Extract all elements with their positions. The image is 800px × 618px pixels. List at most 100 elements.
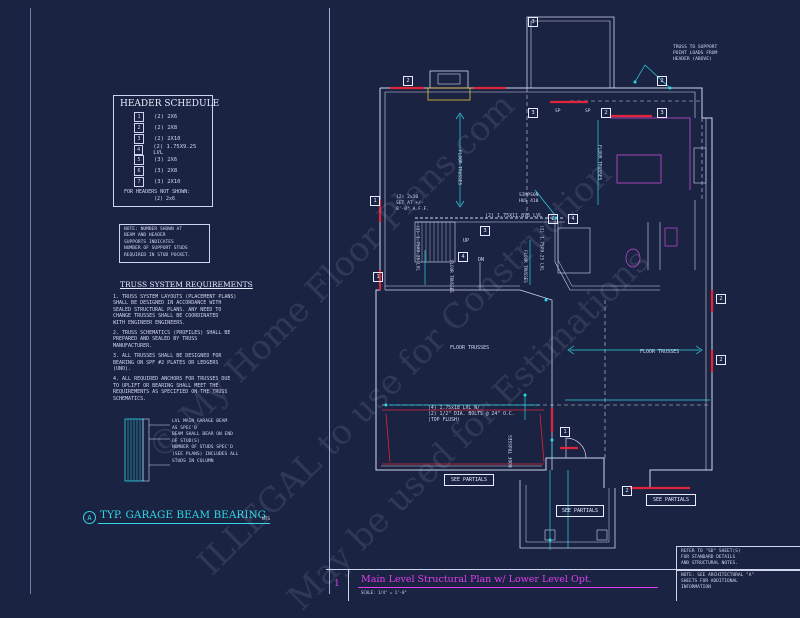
roof-trusses-label: ROOF TRUSSES [509,435,514,468]
header-schedule-row: 6 (3) 2X8 [134,166,177,176]
lvl-garage-line: (TOP FLUSH) [428,418,460,424]
dn-label: DN [478,257,485,263]
refer-note-line: REFER TO "SD" SHEET(S) [681,549,741,554]
header-tag: 2 [548,214,558,224]
header-schedule-spec: (2) 2X10 [154,135,181,142]
truss-requirement-line: 3. ALL TRUSSES SHALL BE DESIGNED FOR [113,353,222,360]
floor-trusses-lower-left: FLOOR TRUSSES [450,345,490,351]
header-schedule-spec: (2) 2X6 [154,114,178,120]
truss-requirement-line: BEARING ON SPF #2 PLATES OR LEDGERS [113,359,219,366]
header-schedule-row: 5(3) 2X6 [134,155,178,166]
truss-requirement-line: MANUFACTURER. [113,342,153,349]
see-partials-3-text: SEE PARTIALS [652,497,690,503]
notes-block: REFER TO "SD" SHEET(S)FOR STANDARD DETAI… [676,546,800,601]
header-schedule: HEADER SCHEDULE 1 (2) 2X6 2 (2) 2X8 3(2) 2X1… [113,95,219,207]
architectural-note-line: INFORMATION [681,585,711,590]
header-tag: 3 [528,17,538,27]
floor-trusses-mid: FLOOR TRUSSES [523,250,529,283]
detail-callout-letter: A [87,513,92,522]
header-schedule-footer-1: FOR HEADERS NOT SHOWN: [124,189,191,195]
header-schedule-spec: (2) 1.75X9.25 LVL [153,144,197,157]
detail-title: TYP. GARAGE BEAM BEARING [100,509,267,521]
header-tag: 2 [716,294,726,304]
truss-requirement-line: TO UPLIFT OR BEARING SHALL MEET THE [113,382,219,389]
truss-requirement-line: (UNO). [113,366,132,372]
header-schedule-spec: (3) 2X6 [154,157,178,164]
detail-title-underline [98,523,270,524]
title-text: Main Level Structural Plan w/ Lower Leve… [361,574,592,585]
header-tag: 3 [480,226,490,236]
lvl-garage-line: (4) 1.75x18 LVL W/ [428,406,480,411]
truss-requirement-line: PREPARED AND SEALED BY TRUSS [113,336,198,343]
see-partials-3: SEE PARTIALS [646,494,696,506]
beam-note-line: (SEE PLANS) INCLUDES ALL [172,452,239,457]
truss-requirement-line: 1. TRUSS SYSTEM LAYOUTS (PLACEMENT PLANS… [113,294,237,300]
see-partials-1-text: SEE PARTIALS [450,477,488,483]
truss-requirement-line: SCHEMATICS. [113,395,147,402]
header-schedule-number: 7 [134,176,144,187]
architectural-note-line: SHEETS FOR ADDITIONAL [681,579,738,584]
note-line: REQUIRED IN STUD POCKET. [124,252,191,258]
header-tag: 1 [373,272,383,282]
truss-requirement-line: SEALED STRUCTURAL PLANS. ANY NEED TO [113,306,222,313]
truss-requirement-line: 4. ALL REQUIRED ANCHORS FOR TRUSSES DUE [113,376,231,383]
note-line: SUPPORTS INDICATES [124,239,174,245]
up-label: UP [463,238,470,244]
floor-trusses-right: FLOOR TRUSSES [596,145,602,181]
sp-label-2: SP [585,109,591,114]
beam-bearing-detail [124,418,170,482]
header-schedule-row: 3(2) 2X10 [134,133,181,144]
header-schedule-number: 4 [134,145,144,156]
right-vertical-label: (2) 1.75X9.25 LVL [414,225,420,272]
beam-note-line: STUDS IN COLUMN [172,458,214,464]
header-2x10-line: 8'-0" A.F.F. [396,206,430,212]
note-line: BEAM AND HEADER [124,233,166,239]
left-panel-border [30,8,330,594]
truss-requirement-line: REQUIREMENTS AS SPECIFIED ON THE TRUSS [113,389,228,396]
truss-requirements-title: TRUSS SYSTEM REQUIREMENTS [120,280,253,289]
header-tag: 4 [568,214,578,224]
title-underline [358,587,658,588]
architectural-note-line: NOTE: SEE ARCHITECTURAL "A" [681,573,755,578]
header-tag: 3 [528,108,538,118]
header-tag: 2 [657,76,667,86]
header-schedule-footer-2: (2) 2x6 [154,196,176,202]
header-schedule-row: 4 (2) 1.75X9.25 LVL [134,144,204,156]
header-schedule-row: 2 (2) 2X8 [134,122,178,133]
see-partials-1: SEE PARTIALS [444,474,494,486]
notes-divider [677,570,800,571]
beam-note-line: NUMBER OF STUDS SPEC'D [172,445,233,451]
header-tag: 2 [403,76,413,86]
header-schedule-row: 1 (2) 2X6 [134,112,177,122]
detail-scale: NTS [262,517,271,522]
simpson-line: HUS 410 [519,199,539,204]
floor-trusses-small: FLOOR TRUSSES [449,260,455,293]
truss-note-line: POINT LOADS FROM [673,51,718,57]
lvl-vertical-label: (2) 1.75X9.25 LVL [538,225,544,272]
note-line: NOTE: NUMBER SHOWN AT [124,227,183,232]
header-schedule-number: 2 [134,122,144,133]
header-tag: 2 [601,108,611,118]
see-partials-2-text: SEE PARTIALS [561,508,599,514]
header-schedule-row: 7(3) 2X10 [134,176,181,187]
beam-note-line: LVL MAIN GARAGE BEAM [172,419,228,424]
header-schedule-number: 1 [134,112,144,122]
header-schedule-spec: (3) 2X8 [154,168,178,174]
truss-requirement-line: WITH ENGINEER ENGINEERS. [113,319,186,326]
truss-requirement-line: SHALL BE DESIGNED IN ACCORDANCE WITH [113,300,222,307]
floor-trusses-lower-right: FLOOR TRUSSES [640,349,680,355]
header-tag: 3 [657,108,667,118]
header-schedule-title: HEADER SCHEDULE [120,99,220,109]
truss-requirement-line: 2. TRUSS SCHEMATICS (PROFILES) SHALL BE [113,330,231,336]
title-block-number-cell: 1 [326,570,349,601]
title-block: 1 Main Level Structural Plan w/ Lower Le… [326,569,800,601]
header-schedule-spec: (2) 2X8 [154,124,178,131]
truss-note-line: TRUSS TO SUPPORT [673,45,718,50]
header-schedule-number: 6 [134,166,144,176]
lvl-garage-line: (2) 1/2" DIA. BOLTS @ 24" O.C. [428,412,515,418]
truss-note-line: HEADER (ABOVE) [673,57,712,63]
sp-label-1: SP [555,109,561,114]
header-tag: 4 [458,252,468,262]
